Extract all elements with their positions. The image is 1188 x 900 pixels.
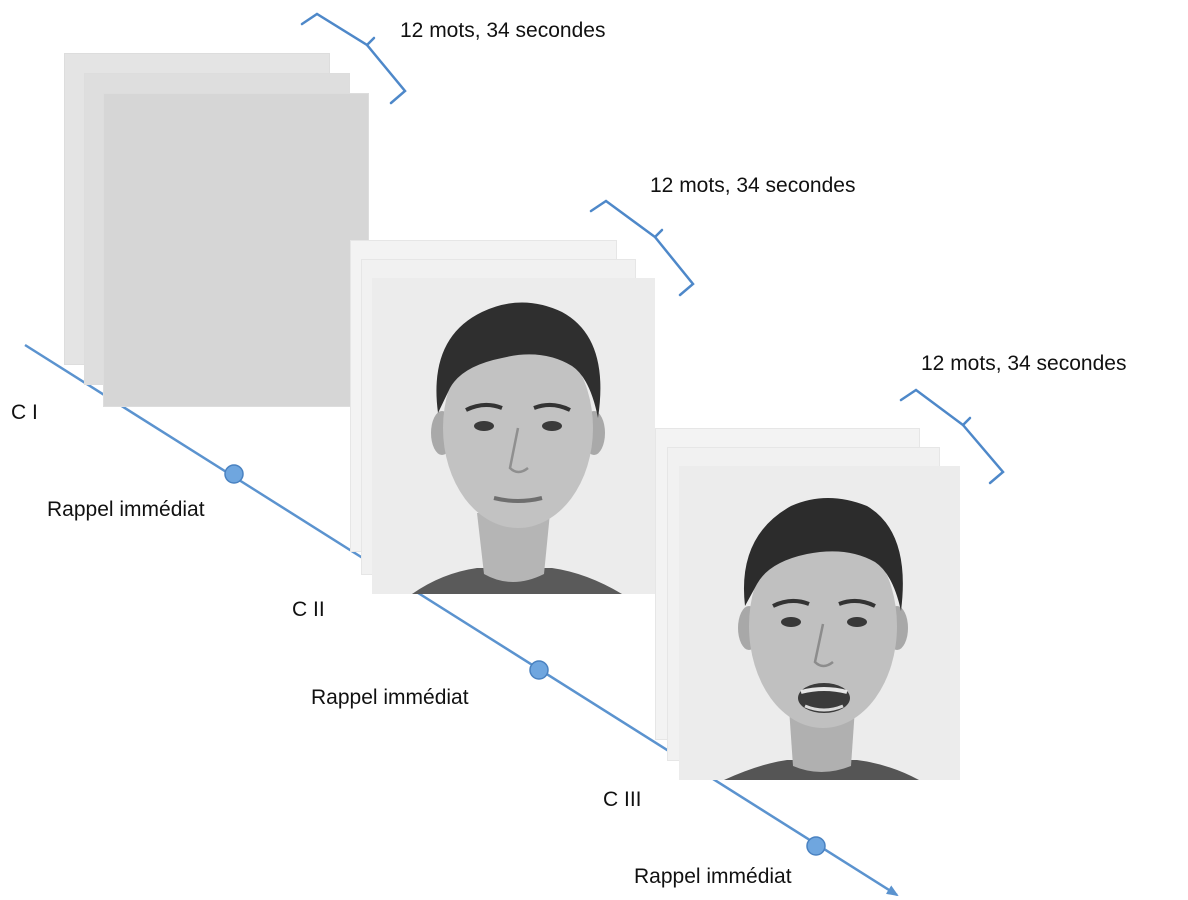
timeline-arrow [24,343,899,897]
face-photo-mouth-open [679,466,960,780]
condition-label-c1: C I [11,401,38,424]
face-illustration [372,278,655,594]
recall-label-c2: Rappel immédiat [311,686,469,709]
face-photo-mouth-closed [372,278,655,594]
recall-label-c1: Rappel immédiat [47,498,205,521]
duration-label-c1: 12 mots, 34 secondes [400,19,606,42]
condition-label-c3: C III [603,788,642,811]
condition-label-c2: C II [292,598,325,621]
duration-label-c2: 12 mots, 34 secondes [650,174,856,197]
blank-gray-square [103,93,369,407]
duration-label-c3: 12 mots, 34 secondes [921,352,1127,375]
face-illustration [679,466,960,780]
recall-label-c3: Rappel immédiat [634,865,792,888]
